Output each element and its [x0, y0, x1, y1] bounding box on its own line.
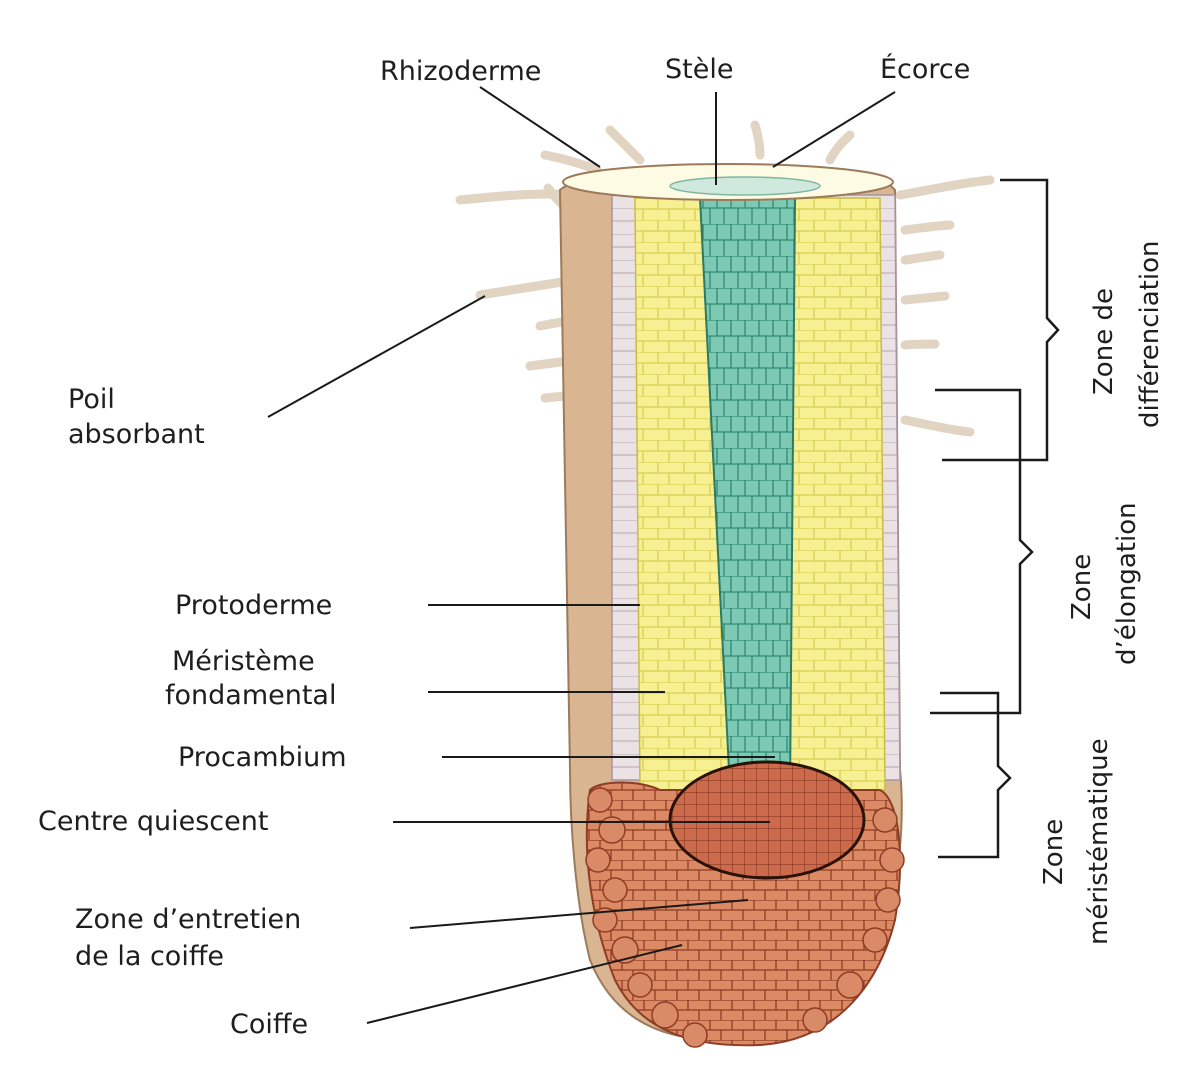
zone-label-meristematique-2: méristématique: [1084, 738, 1114, 945]
zone-meristematique-line2: méristématique: [1084, 738, 1114, 945]
zone-label-elongation-2: d’élongation: [1112, 502, 1142, 665]
zone-elongation-line1: Zone: [1067, 554, 1097, 620]
zone-label-meristematique: Zone: [1039, 819, 1069, 885]
label-entretien-line1: Zone d’entretien: [75, 904, 301, 935]
zone-label-differenciation-2: différenciation: [1135, 241, 1165, 428]
label-poil-line1: Poil: [68, 384, 115, 415]
quiescent-centre: [670, 762, 864, 878]
label-centre-quiescent: Centre quiescent: [38, 806, 268, 837]
label-poil-line2: absorbant: [68, 419, 205, 450]
zone-label-differenciation: Zone de: [1089, 288, 1119, 395]
label-meristeme-line2: fondamental: [165, 680, 336, 711]
zone-elongation-line2: d’élongation: [1112, 502, 1142, 665]
zone-differenciation-line2: différenciation: [1135, 241, 1165, 428]
label-ecorce: Écorce: [880, 53, 970, 85]
label-meristeme-line1: Méristème: [172, 646, 315, 677]
label-coiffe: Coiffe: [230, 1009, 308, 1040]
label-procambium: Procambium: [178, 742, 347, 773]
label-rhizoderme: Rhizoderme: [380, 56, 541, 87]
zone-brackets: [930, 180, 1058, 857]
top-stele-section: [670, 177, 820, 195]
label-entretien-line2: de la coiffe: [75, 941, 224, 972]
zone-label-elongation: Zone: [1067, 554, 1097, 620]
bracket-elongation: [930, 390, 1032, 713]
bracket-differenciation: [942, 180, 1058, 460]
zone-meristematique-line1: Zone: [1039, 819, 1069, 885]
bracket-meristematique: [938, 693, 1010, 857]
label-stele: Stèle: [665, 54, 733, 85]
label-protoderme: Protoderme: [175, 590, 332, 621]
zone-differenciation-line1: Zone de: [1089, 288, 1119, 395]
